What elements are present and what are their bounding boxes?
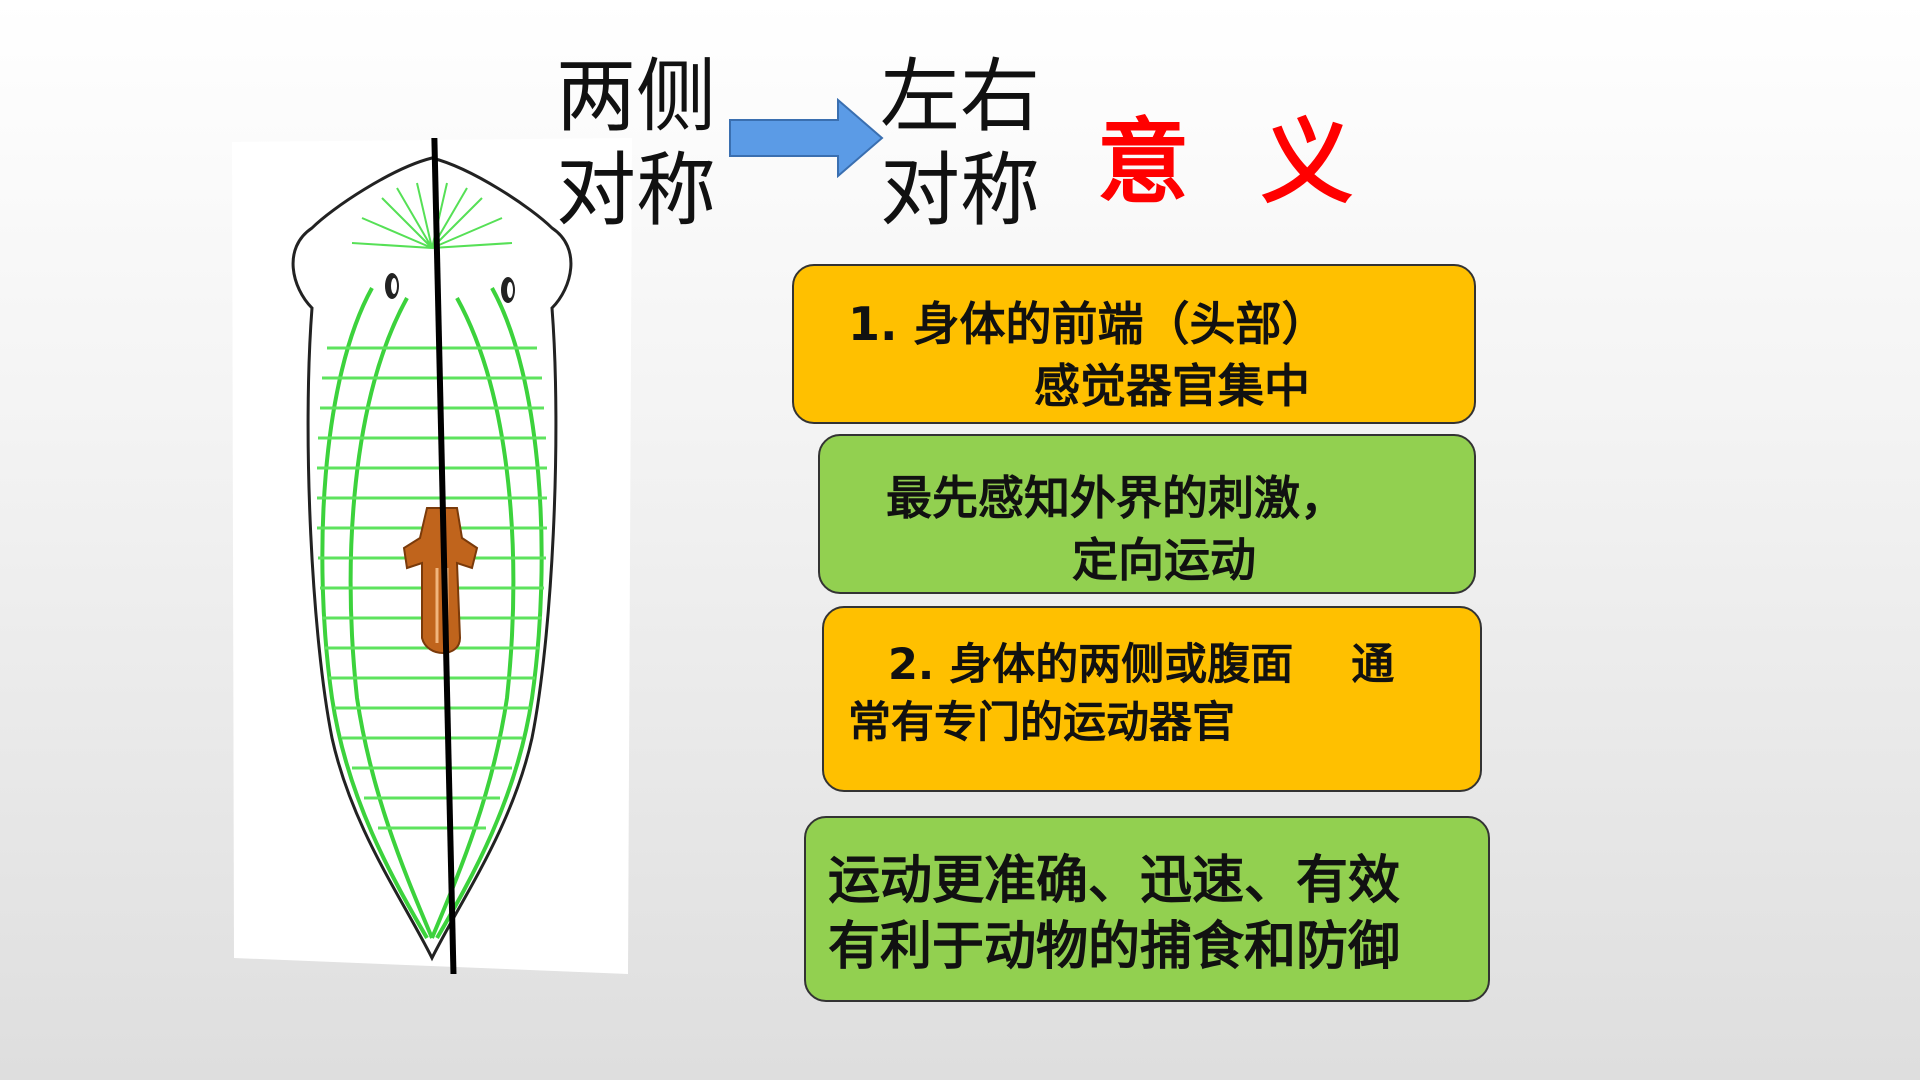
info-box-3: 2. 身体的两侧或腹面 通 常有专门的运动器官	[822, 606, 1482, 792]
heading-bilateral: 两侧 对称	[556, 50, 716, 238]
heading-bilateral-line2: 对称	[556, 144, 716, 237]
info-box-4: 运动更准确、迅速、有效 有利于动物的捕食和防御	[804, 816, 1490, 1002]
info-box-1-line1: 1. 身体的前端（头部）	[848, 297, 1328, 351]
info-box-3-line2: 常有专门的运动器官	[848, 698, 1235, 748]
planarian-illustration	[232, 138, 632, 974]
arrow-right-icon	[729, 98, 884, 178]
info-box-2: 最先感知外界的刺激， 定向运动	[818, 434, 1476, 594]
heading-left-right: 左右 对称	[880, 50, 1040, 238]
info-box-4-line2: 有利于动物的捕食和防御	[828, 917, 1401, 977]
heading-left-right-line1: 左右	[880, 50, 1040, 143]
info-box-3-line1: 2. 身体的两侧或腹面 通	[888, 640, 1395, 690]
heading-left-right-line2: 对称	[880, 144, 1040, 237]
info-box-4-line1: 运动更准确、迅速、有效	[828, 851, 1401, 911]
info-box-2-line1: 最先感知外界的刺激，	[886, 471, 1346, 525]
heading-bilateral-line1: 两侧	[556, 50, 716, 143]
info-box-2-line2: 定向运动	[1072, 533, 1256, 587]
info-box-1-line2: 感觉器官集中	[1034, 359, 1310, 413]
info-box-1: 1. 身体的前端（头部） 感觉器官集中	[792, 264, 1476, 424]
meaning-title: 意 义	[1097, 109, 1374, 216]
